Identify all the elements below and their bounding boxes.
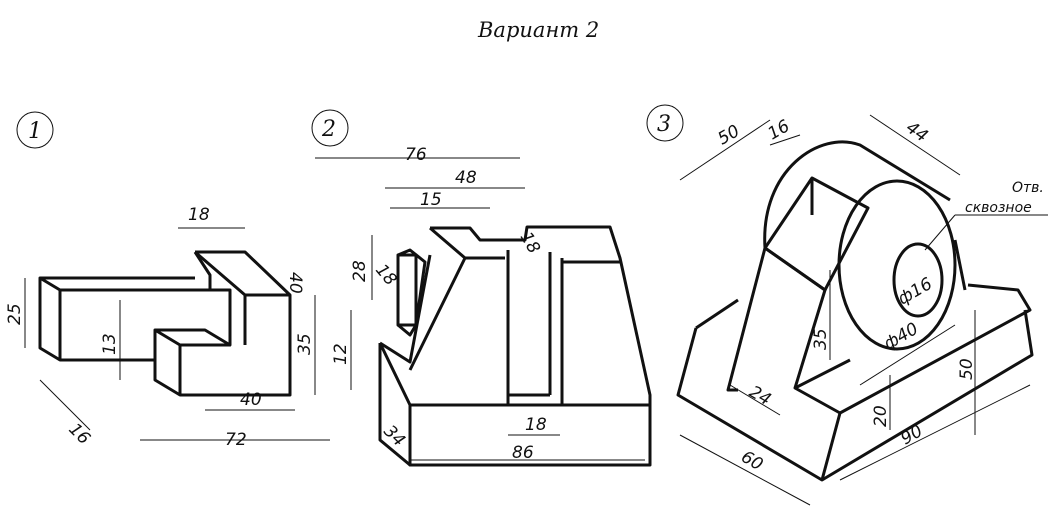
dim-label: 18 [516, 229, 544, 258]
dim-label: 90 [898, 421, 927, 449]
figure-number: 2 [321, 117, 336, 142]
dim-label: 15 [420, 190, 442, 210]
dim-label: 18 [525, 415, 547, 435]
dim-label: 18 [188, 205, 210, 225]
dim-label: 48 [455, 168, 477, 188]
dim-label: 50 [957, 358, 977, 380]
dim-label: 35 [811, 328, 831, 350]
dim-label: 50 [715, 121, 744, 149]
dim-label: 20 [871, 405, 891, 427]
hole-note: сквозное [965, 200, 1032, 216]
figure-2: 2 76 48 15 18 28 18 12 34 18 86 [311, 109, 652, 467]
dim-label: 34 [379, 421, 408, 450]
dim-label: 72 [225, 430, 247, 450]
figure-number-circle [311, 109, 349, 147]
figure-number: 1 [28, 119, 42, 144]
dim-label: 35 [295, 333, 315, 355]
dim-label: 86 [512, 443, 534, 463]
figure-number-circle [16, 111, 54, 149]
figure-3: 3 50 16 44 35 ф16 ф40 24 50 20 90 60 [646, 104, 1048, 506]
dim-label: 12 [331, 343, 351, 365]
dim-label: ф16 [895, 274, 936, 309]
dim-label: 16 [64, 419, 94, 449]
dim-label: 40 [240, 390, 262, 410]
dim-label: 24 [746, 382, 775, 410]
figure-number: 3 [657, 112, 671, 137]
dim-label: 40 [285, 272, 305, 294]
dim-label: 18 [371, 260, 400, 290]
hole-note: Отв. [1012, 180, 1044, 196]
dim-label: 76 [405, 145, 427, 165]
dim-label: 13 [100, 333, 120, 355]
figure-number-circle [646, 104, 684, 142]
figure-1: 1 18 40 25 13 35 40 16 72 [5, 111, 330, 450]
dim-label: 60 [738, 447, 767, 475]
dim-label: 25 [5, 303, 25, 325]
variant-title: Вариант 2 [478, 18, 600, 42]
dim-label: 44 [902, 118, 931, 147]
dim-label: 28 [350, 260, 370, 282]
